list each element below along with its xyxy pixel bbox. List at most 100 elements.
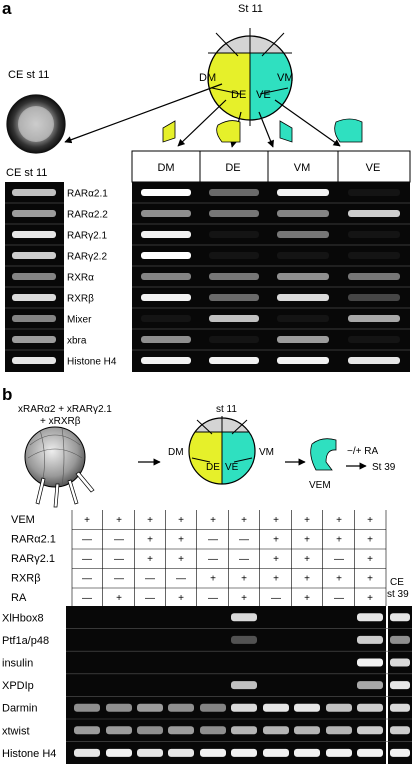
vem-label: VEM [309, 480, 331, 491]
quadrant-ve-label: VE [256, 89, 271, 101]
condition-value: + [84, 515, 90, 526]
gel-band [209, 336, 259, 343]
gel-band [277, 189, 329, 196]
vem-explant [310, 438, 337, 471]
gel-band [348, 252, 400, 259]
panel-a-letter: a [2, 0, 12, 18]
explant-dm [162, 120, 176, 143]
gel-band [209, 210, 259, 217]
panel-a-gene-labels: RARα2.1RARα2.2RARγ2.1RARγ2.2RXRαRXRβMixe… [67, 189, 117, 368]
gel-band [168, 748, 194, 757]
condition-value: + [304, 554, 310, 565]
lane-header-box [131, 150, 411, 183]
gel-band [141, 231, 191, 238]
ce-st39-label-2: st 39 [387, 589, 409, 600]
condition-value: + [147, 535, 153, 546]
panel-b-stage-label: st 11 [216, 404, 237, 415]
gel-band [277, 315, 329, 322]
gel-band [12, 231, 56, 238]
gel-band [277, 273, 329, 280]
injection-needle-1 [35, 477, 46, 505]
lane-header-ve: VE [366, 162, 381, 174]
condition-value: — [208, 535, 218, 546]
gel-band [12, 252, 56, 259]
gel-band [390, 613, 410, 622]
gel-band [390, 681, 410, 690]
panel-a-bands [5, 189, 410, 364]
arrow-to-ve [274, 99, 341, 147]
condition-value: + [210, 515, 216, 526]
condition-value: + [367, 554, 373, 565]
gel-band [326, 726, 352, 735]
injection-needle-3 [67, 479, 79, 505]
gel-band [209, 315, 259, 322]
quadrant-de-label: DE [231, 89, 246, 101]
gel-band [277, 210, 329, 217]
gel-band [357, 635, 383, 644]
gel-band [168, 726, 194, 735]
ce-top-label: CE st 11 [8, 69, 49, 81]
panel-b-quadrant-diagram: DM DE VE VM [168, 416, 274, 485]
condition-label: RARγ2.1 [11, 553, 55, 565]
gel-band [141, 315, 191, 322]
panel-b-letter: b [2, 385, 12, 404]
explant-vm [279, 120, 293, 143]
arrow-to-dm [177, 99, 227, 147]
condition-value: + [241, 515, 247, 526]
condition-value: + [178, 515, 184, 526]
condition-value: + [304, 515, 310, 526]
b-quadrant-ve-label: VE [225, 462, 239, 473]
gene-label: RARα2.1 [67, 189, 108, 200]
condition-value: — [114, 554, 124, 565]
gel-band [357, 613, 383, 622]
gel-band [294, 748, 320, 757]
gel-band [357, 658, 383, 667]
gel-band [12, 315, 56, 322]
injection-needle-4 [75, 471, 95, 493]
gel-band [106, 726, 132, 735]
gel-band [137, 703, 163, 712]
condition-value: — [82, 593, 92, 604]
gel-band [326, 703, 352, 712]
gel-band [231, 748, 257, 757]
gel-band [141, 357, 191, 364]
gel-band [348, 231, 400, 238]
condition-value: + [304, 593, 310, 604]
condition-value: + [116, 515, 122, 526]
condition-value: — [176, 574, 186, 585]
arrow-to-ce [64, 83, 223, 144]
condition-value: + [273, 535, 279, 546]
vem-gel [66, 606, 386, 764]
condition-value: + [116, 593, 122, 604]
gel-band [74, 748, 100, 757]
gel-band [137, 726, 163, 735]
gel-band [141, 336, 191, 343]
condition-value: + [147, 554, 153, 565]
explant-de [216, 120, 241, 143]
gel-band [263, 726, 289, 735]
gel-band [141, 294, 191, 301]
gel-band [231, 613, 257, 622]
gel-band [209, 357, 259, 364]
gene-label: RARα2.2 [67, 210, 108, 221]
condition-value: + [241, 574, 247, 585]
condition-value: + [367, 535, 373, 546]
gel-band [106, 703, 132, 712]
gene-label: Mixer [67, 315, 92, 326]
condition-value: + [367, 593, 373, 604]
gel-band [348, 189, 400, 196]
gel-band [12, 189, 56, 196]
gene-label: xtwist [2, 725, 30, 737]
condition-value: — [145, 574, 155, 585]
gel-band [390, 658, 410, 667]
condition-label: RXRβ [11, 573, 41, 585]
gel-band [231, 726, 257, 735]
gel-band [200, 748, 226, 757]
end-stage-label: St 39 [372, 462, 396, 473]
gel-band [390, 726, 410, 735]
gel-band [277, 231, 329, 238]
gel-band [348, 357, 400, 364]
condition-value: + [241, 593, 247, 604]
condition-label: RA [11, 592, 27, 604]
